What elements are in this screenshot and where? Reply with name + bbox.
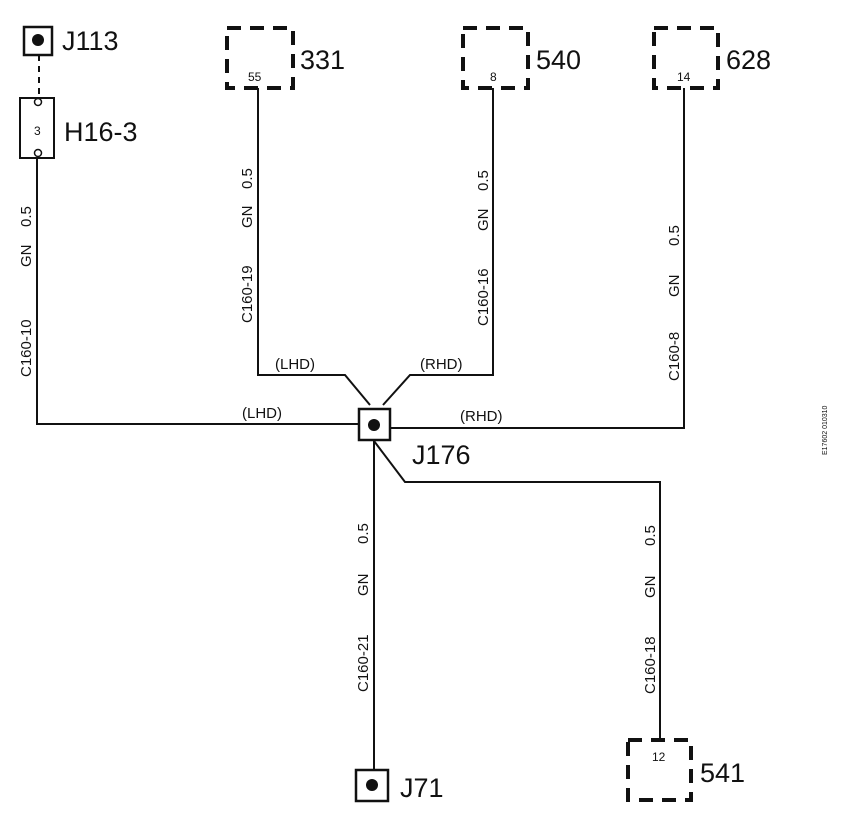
connector-541: 12 541 [626, 738, 745, 802]
connector-540: 8 540 [461, 26, 581, 90]
wire-c160-18 [373, 440, 661, 738]
wire-color: GN [642, 576, 659, 599]
wire-label-c160-19: C160-19 GN 0.5 [239, 168, 256, 323]
reference-text: E17602 010310 [822, 405, 829, 455]
connector-628: 14 628 [652, 26, 771, 90]
label-540: 540 [536, 45, 581, 75]
connector-331: 55 331 [225, 26, 345, 90]
wire-size: 0.5 [355, 523, 372, 544]
wire-color: GN [666, 275, 683, 298]
wire-color: GN [475, 209, 492, 232]
pin-540: 8 [490, 70, 497, 84]
wire-circuit: C160-21 [355, 634, 372, 692]
wire-label-c160-18: C160-18 GN 0.5 [642, 525, 659, 694]
terminal-dot [368, 419, 380, 431]
wire-label-c160-10: C160-10 GN 0.5 [18, 206, 35, 377]
label-541: 541 [700, 758, 745, 788]
splice-j176: J176 [357, 407, 471, 470]
label-331: 331 [300, 45, 345, 75]
wire-size: 0.5 [666, 225, 683, 246]
pin-331: 55 [248, 70, 262, 84]
wire-color: GN [239, 206, 256, 229]
wire-c160-19 [257, 88, 371, 406]
wire-color: GN [18, 245, 35, 268]
wire-label-c160-8: C160-8 GN 0.5 [666, 225, 683, 381]
terminal-dot [366, 779, 378, 791]
variant-rhd-lower: (RHD) [460, 408, 503, 425]
wire-circuit: C160-10 [18, 319, 35, 377]
variant-lhd-upper: (LHD) [275, 356, 315, 373]
wire-color: GN [355, 574, 372, 597]
wire-c160-16 [382, 88, 494, 406]
wire-circuit: C160-19 [239, 265, 256, 323]
reference-code: E17602 010310 [822, 405, 829, 455]
wire-size: 0.5 [239, 168, 256, 189]
variant-lhd-lower: (LHD) [242, 405, 282, 422]
wire-label-c160-21: C160-21 GN 0.5 [355, 523, 372, 692]
wire-size: 0.5 [475, 170, 492, 191]
label-h16-3: H16-3 [64, 117, 138, 147]
label-j71: J71 [400, 773, 444, 803]
label-j176: J176 [412, 440, 471, 470]
terminal-dot [32, 34, 44, 46]
wire-size: 0.5 [18, 206, 35, 227]
connector-j71: J71 [354, 768, 444, 803]
pin-541: 12 [652, 750, 666, 764]
label-628: 628 [726, 45, 771, 75]
wire-size: 0.5 [642, 525, 659, 546]
wire-label-c160-16: C160-16 GN 0.5 [475, 170, 492, 326]
connector-h16-3: 3 H16-3 [19, 97, 138, 159]
connector-j113: J113 [22, 25, 119, 57]
wire-circuit: C160-18 [642, 636, 659, 694]
wire-circuit: C160-8 [666, 332, 683, 381]
variant-rhd-upper: (RHD) [420, 356, 463, 373]
pin-h16-3: 3 [34, 124, 41, 138]
wire-c160-10 [36, 157, 360, 425]
wire-c160-8 [390, 88, 685, 429]
wire-circuit: C160-16 [475, 268, 492, 326]
label-j113: J113 [62, 26, 119, 56]
pin-628: 14 [677, 70, 691, 84]
